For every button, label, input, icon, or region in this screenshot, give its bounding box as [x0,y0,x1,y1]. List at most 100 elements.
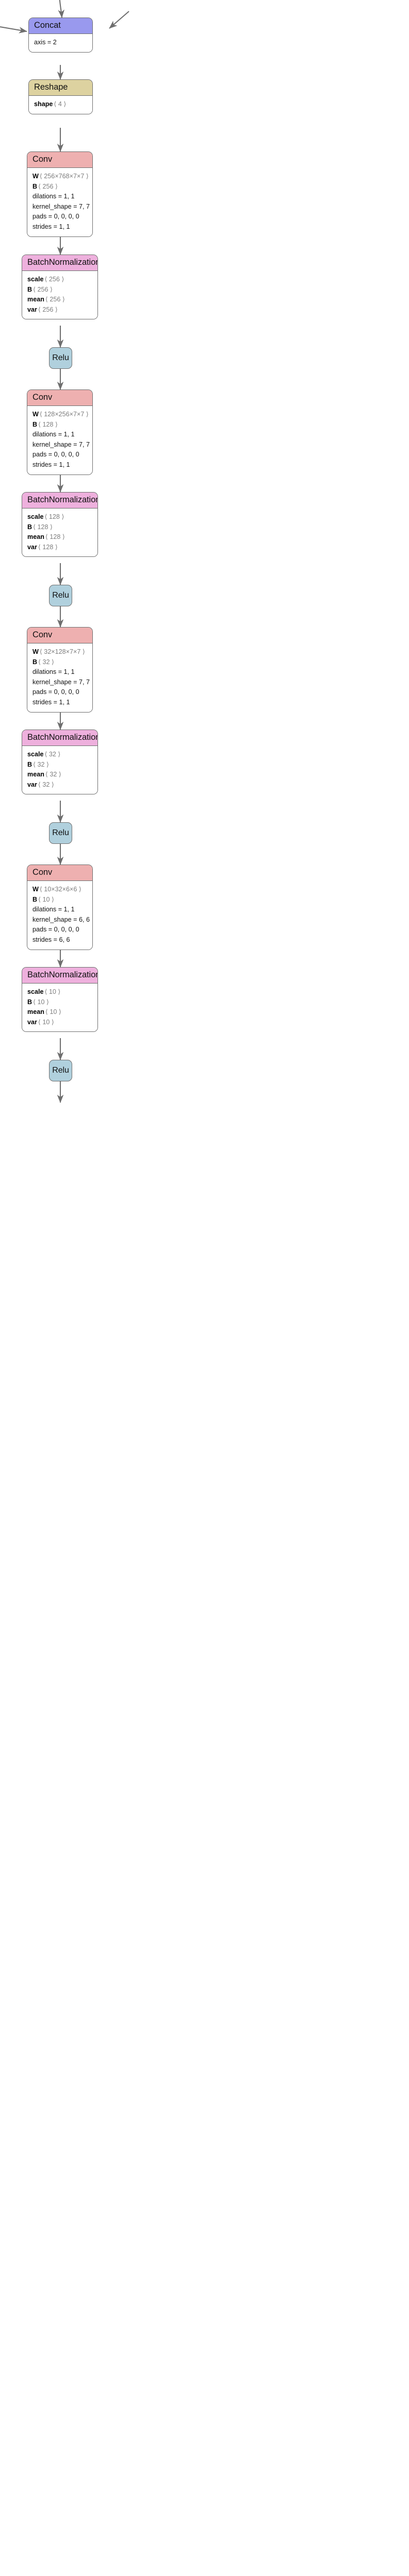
attr-row-scale: scale⟨ 32 ⟩ [27,750,93,760]
attr-dim: ⟨ 10 ⟩ [38,1018,54,1026]
attr-label: dilations = 1, 1 [32,668,75,676]
attr-dim: ⟨ 128 ⟩ [45,533,65,541]
attr-dim: ⟨ 256×768×7×7 ⟩ [39,172,89,180]
attr-label: dilations = 1, 1 [32,431,75,438]
node-relu4[interactable]: Relu [49,1060,72,1081]
node-conv4-header: Conv [27,865,92,881]
node-conv2-header: Conv [27,390,92,406]
attr-row-b: B⟨ 128 ⟩ [27,522,93,533]
attr-row-kernel-shape: kernel_shape = 6, 6 [32,915,90,925]
attr-row-dilations: dilations = 1, 1 [32,192,88,202]
attr-label: mean [27,296,44,303]
attr-label: dilations = 1, 1 [32,906,75,913]
attr-row-strides: strides = 1, 1 [32,460,88,470]
edge-external-left-to-concat [0,26,27,33]
node-reshape[interactable]: Reshape shape⟨ 4 ⟩ [28,79,93,114]
attr-dim: ⟨ 128 ⟩ [38,543,58,551]
node-bn4[interactable]: BatchNormalization scale⟨ 10 ⟩ B⟨ 10 ⟩ m… [22,967,98,1032]
node-bn4-header: BatchNormalization [22,968,97,984]
attr-row-w: W⟨ 256×768×7×7 ⟩ [32,172,89,182]
node-relu3-label: Relu [52,828,69,837]
node-conv2-body: W⟨ 128×256×7×7 ⟩ B⟨ 128 ⟩ dilations = 1,… [27,405,92,474]
attr-row-shape: shape⟨ 4 ⟩ [34,99,88,110]
attr-label: scale [27,275,44,283]
attr-dim: ⟨ 10 ⟩ [44,988,61,995]
attr-label: pads = 0, 0, 0, 0 [32,213,79,221]
attr-row-pads: pads = 0, 0, 0, 0 [32,687,88,698]
attr-label: W [32,172,39,180]
node-conv2[interactable]: Conv W⟨ 128×256×7×7 ⟩ B⟨ 128 ⟩ dilations… [27,389,93,475]
attr-dim: ⟨ 32 ⟩ [38,781,54,788]
attr-label: pads = 0, 0, 0, 0 [32,451,79,459]
attr-row-strides: strides = 1, 1 [32,222,88,232]
attr-row-var: var⟨ 128 ⟩ [27,543,93,553]
node-conv1[interactable]: Conv W⟨ 256×768×7×7 ⟩ B⟨ 256 ⟩ dilations… [27,151,93,237]
attr-dim: ⟨ 128×256×7×7 ⟩ [39,410,89,418]
node-relu3[interactable]: Relu [49,822,72,844]
node-conv1-body: W⟨ 256×768×7×7 ⟩ B⟨ 256 ⟩ dilations = 1,… [27,167,92,236]
node-reshape-body: shape⟨ 4 ⟩ [29,95,92,114]
attr-row-pads: pads = 0, 0, 0, 0 [32,450,88,460]
attr-label: mean [27,771,44,778]
attr-label: B [27,998,32,1006]
attr-label: var [27,1018,37,1026]
attr-dim: ⟨ 4 ⟩ [54,100,67,108]
attr-label: axis = 2 [34,38,57,46]
node-conv1-header: Conv [27,152,92,168]
node-conv3[interactable]: Conv W⟨ 32×128×7×7 ⟩ B⟨ 32 ⟩ dilations =… [27,627,93,713]
attr-dim: ⟨ 32×128×7×7 ⟩ [39,648,85,655]
node-relu2[interactable]: Relu [49,585,72,606]
node-conv3-body: W⟨ 32×128×7×7 ⟩ B⟨ 32 ⟩ dilations = 1, 1… [27,643,92,712]
attr-row-mean: mean⟨ 32 ⟩ [27,770,93,780]
attr-label: strides = 1, 1 [32,461,70,468]
attr-label: mean [27,1008,44,1016]
attr-row-b: B⟨ 128 ⟩ [32,420,88,430]
attr-label: B [27,285,32,293]
attr-label: kernel_shape = 7, 7 [32,202,90,210]
attr-label: strides = 6, 6 [32,936,70,943]
attr-row-b: B⟨ 256 ⟩ [27,285,93,295]
node-bn3[interactable]: BatchNormalization scale⟨ 32 ⟩ B⟨ 32 ⟩ m… [22,730,98,795]
attr-row-var: var⟨ 32 ⟩ [27,780,93,790]
attr-label: var [27,543,37,551]
node-bn2-header: BatchNormalization [22,493,97,509]
attr-label: scale [27,988,44,995]
attr-dim: ⟨ 32 ⟩ [38,658,54,666]
node-bn1[interactable]: BatchNormalization scale⟨ 256 ⟩ B⟨ 256 ⟩… [22,255,98,320]
attr-label: var [27,781,37,788]
attr-dim: ⟨ 10 ⟩ [38,895,54,903]
attr-dim: ⟨ 256 ⟩ [38,182,58,190]
node-conv4[interactable]: Conv W⟨ 10×32×6×6 ⟩ B⟨ 10 ⟩ dilations = … [27,865,93,950]
attr-label: strides = 1, 1 [32,698,70,706]
attr-dim: ⟨ 256 ⟩ [33,285,53,293]
attr-label: pads = 0, 0, 0, 0 [32,688,79,696]
attr-row-dilations: dilations = 1, 1 [32,667,88,677]
node-relu4-label: Relu [52,1066,69,1075]
node-concat[interactable]: Concat axis = 2 [28,18,93,53]
node-bn2-body: scale⟨ 128 ⟩ B⟨ 128 ⟩ mean⟨ 128 ⟩ var⟨ 1… [22,508,97,557]
attr-dim: ⟨ 10 ⟩ [45,1008,61,1016]
attr-label: shape [34,100,53,108]
attr-row-strides: strides = 6, 6 [32,935,88,945]
node-bn1-header: BatchNormalization [22,255,97,271]
attr-row-scale: scale⟨ 128 ⟩ [27,512,93,522]
attr-dim: ⟨ 10×32×6×6 ⟩ [39,885,81,893]
attr-label: mean [27,533,44,541]
attr-row-dilations: dilations = 1, 1 [32,905,88,915]
node-bn4-body: scale⟨ 10 ⟩ B⟨ 10 ⟩ mean⟨ 10 ⟩ var⟨ 10 ⟩ [22,983,97,1032]
node-bn2[interactable]: BatchNormalization scale⟨ 128 ⟩ B⟨ 128 ⟩… [22,492,98,557]
attr-label: W [32,410,39,418]
attr-label: B [32,182,38,190]
node-relu1-label: Relu [52,353,69,362]
attr-row-strides: strides = 1, 1 [32,698,88,708]
attr-dim: ⟨ 256 ⟩ [44,275,64,283]
node-relu1[interactable]: Relu [49,347,72,369]
attr-row-var: var⟨ 10 ⟩ [27,1018,93,1028]
attr-row-scale: scale⟨ 10 ⟩ [27,987,93,997]
attr-row-mean: mean⟨ 10 ⟩ [27,1007,93,1018]
node-concat-body: axis = 2 [29,33,92,52]
attr-row-w: W⟨ 10×32×6×6 ⟩ [32,885,88,895]
attr-dim: ⟨ 128 ⟩ [33,523,53,531]
